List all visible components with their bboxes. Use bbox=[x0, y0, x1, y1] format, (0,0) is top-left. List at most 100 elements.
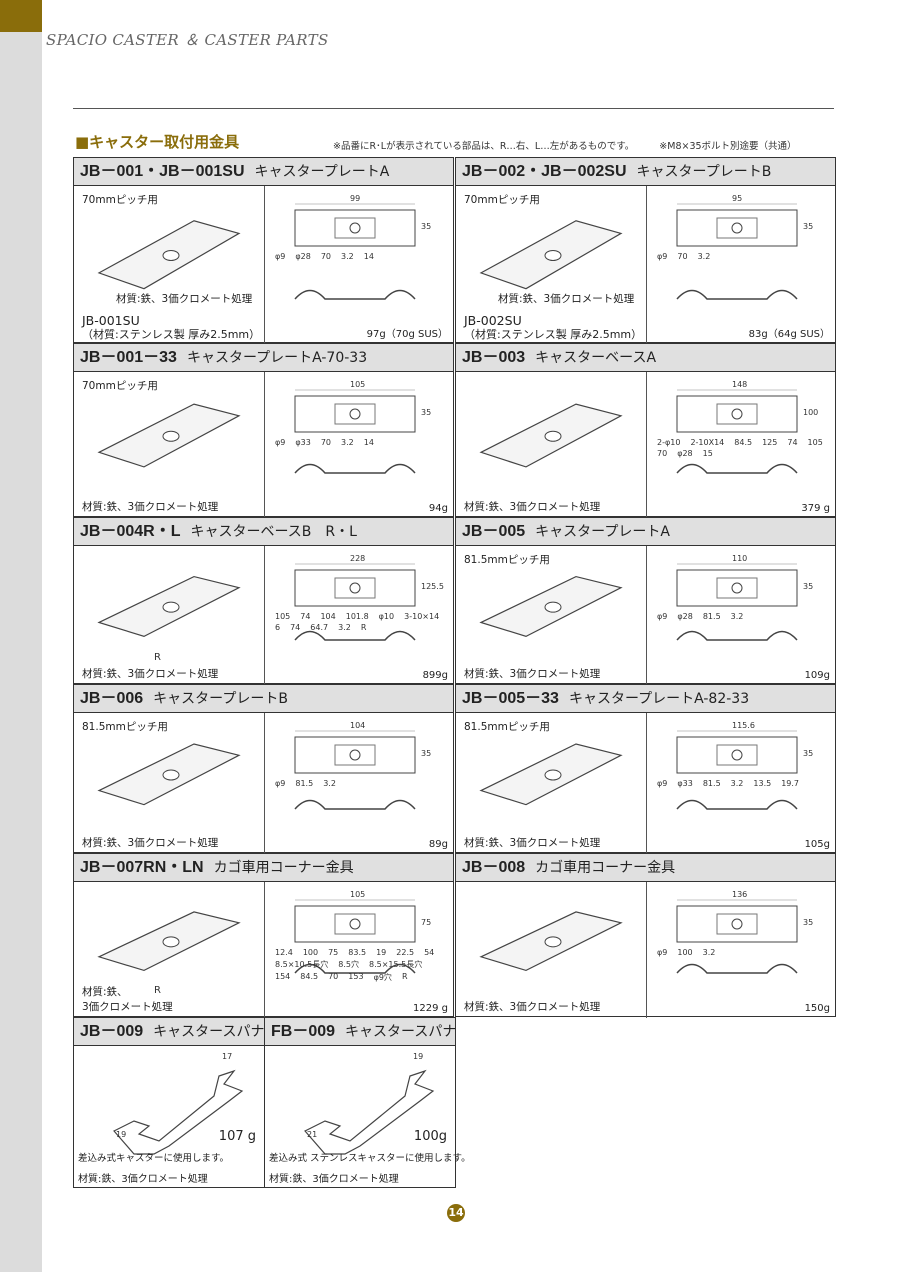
dim-label: 75 bbox=[328, 948, 339, 957]
dim-label: 74 bbox=[300, 612, 311, 621]
dim-label: 22.5 bbox=[396, 948, 415, 957]
product-photo bbox=[479, 575, 623, 637]
product-name: キャスタープレートB bbox=[153, 691, 288, 707]
product-photo bbox=[97, 403, 241, 468]
spanner-area: 19 21 100g 差込み式 ステンレスキャスターに使用します。 材質:鉄、3… bbox=[265, 1046, 471, 1189]
dim-label: φ9 bbox=[275, 779, 286, 788]
dimension-drawing bbox=[676, 389, 798, 474]
material: 材質:鉄、3価クロメート処理 bbox=[78, 1174, 208, 1185]
su-code: JB-001SU bbox=[82, 313, 140, 328]
dim-label: 2-10X14 bbox=[690, 438, 725, 447]
header-rule bbox=[73, 108, 834, 109]
product-photo bbox=[97, 911, 241, 972]
dim-label: 35 bbox=[421, 408, 432, 417]
dim-label: 19 bbox=[116, 1130, 127, 1139]
dim-label: 35 bbox=[421, 222, 432, 231]
weight: 100g bbox=[413, 1129, 447, 1144]
weight: 899g bbox=[422, 670, 448, 681]
product-code: JB－008 bbox=[462, 859, 526, 876]
product-code: JB－001・JB－001SU bbox=[80, 163, 245, 180]
dim-label: 3.2 bbox=[341, 252, 354, 261]
pitch-label: 70mmピッチ用 bbox=[82, 380, 158, 392]
product-image-area: 70mmピッチ用材質:鉄、3価クロメート処理 bbox=[74, 372, 265, 518]
su-variant: JB-001SU（材質:ステンレス製 厚み2.5mm） bbox=[82, 314, 260, 341]
dim-label: 74 bbox=[290, 623, 301, 632]
product-photo bbox=[97, 220, 241, 290]
dimension-drawing bbox=[676, 563, 798, 641]
dim-label: φ9 bbox=[657, 779, 668, 788]
dim-label: 75 bbox=[421, 918, 432, 927]
dimension-drawing bbox=[294, 389, 416, 474]
dim-label: 3.2 bbox=[341, 438, 354, 447]
dim-label: 105 bbox=[807, 438, 823, 447]
dim-label: φ9 bbox=[657, 252, 668, 261]
material: 材質:鉄、3価クロメート処理 bbox=[464, 501, 601, 513]
dim-label: 84.5 bbox=[734, 438, 753, 447]
product-code: JB－004R・L bbox=[80, 523, 181, 540]
su-note: （材質:ステンレス製 厚み2.5mm） bbox=[82, 328, 261, 341]
material: 材質:鉄、3価クロメート処理 bbox=[82, 501, 219, 513]
su-code: JB-002SU bbox=[464, 313, 522, 328]
pitch-label: 70mmピッチ用 bbox=[82, 194, 158, 206]
dim-label: 83.5 bbox=[348, 948, 367, 957]
dim-label: 74 bbox=[787, 438, 798, 447]
weight: 379 g bbox=[801, 503, 830, 514]
dim-label: 99 bbox=[350, 194, 361, 203]
weight: 94g bbox=[428, 503, 448, 514]
dim-label: 6 bbox=[275, 623, 281, 632]
material: 材質:鉄、3価クロメート処理 bbox=[82, 668, 219, 680]
dimension-drawing bbox=[294, 730, 416, 810]
dim-label: 19 bbox=[413, 1052, 424, 1061]
product-image-area: 81.5mmピッチ用材質:鉄、3価クロメート処理 bbox=[456, 546, 647, 685]
dim-label: 105 bbox=[275, 612, 291, 621]
weight: 89g bbox=[428, 839, 448, 850]
dim-label: 15 bbox=[702, 449, 713, 458]
dim-label: 3.2 bbox=[730, 612, 744, 621]
weight: 105g bbox=[804, 839, 830, 850]
material: 材質:鉄、3価クロメート処理 bbox=[498, 293, 635, 305]
corner-mark bbox=[0, 0, 42, 32]
dim-label: 8.5×15.5長穴 bbox=[368, 960, 423, 969]
dim-label: 35 bbox=[803, 222, 814, 231]
usage-note: 差込み式 ステンレスキャスターに使用します。 bbox=[269, 1153, 471, 1164]
dim-label: 19.7 bbox=[781, 779, 800, 788]
note-bolt: ※M8×35ボルト別途要（共通） bbox=[659, 141, 797, 152]
dim-label: φ9 bbox=[657, 612, 668, 621]
dim-label: 104 bbox=[350, 721, 366, 730]
product-code: JB－009 bbox=[80, 1023, 144, 1040]
dimension-drawing bbox=[294, 563, 416, 641]
note-rl: ※品番にR･Lが表示されている部品は、R…右、L…左があるものです。 bbox=[333, 141, 635, 152]
dim-label: 228 bbox=[350, 554, 366, 563]
dim-label: 70 bbox=[677, 252, 688, 261]
product-image-area: 81.5mmピッチ用材質:鉄、3価クロメート処理 bbox=[74, 713, 265, 854]
side-label: R bbox=[154, 985, 161, 996]
product-name: キャスタープレートA bbox=[535, 524, 670, 540]
weight: 107 g bbox=[218, 1129, 256, 1144]
material: 材質:鉄、3価クロメート処理 bbox=[82, 837, 219, 849]
material: 材質:鉄、3価クロメート処理 bbox=[269, 1174, 399, 1185]
product-code: JB－002・JB－002SU bbox=[462, 163, 627, 180]
side-band bbox=[0, 0, 42, 1272]
product-photo bbox=[479, 403, 623, 468]
dim-label: 70 bbox=[328, 972, 339, 981]
